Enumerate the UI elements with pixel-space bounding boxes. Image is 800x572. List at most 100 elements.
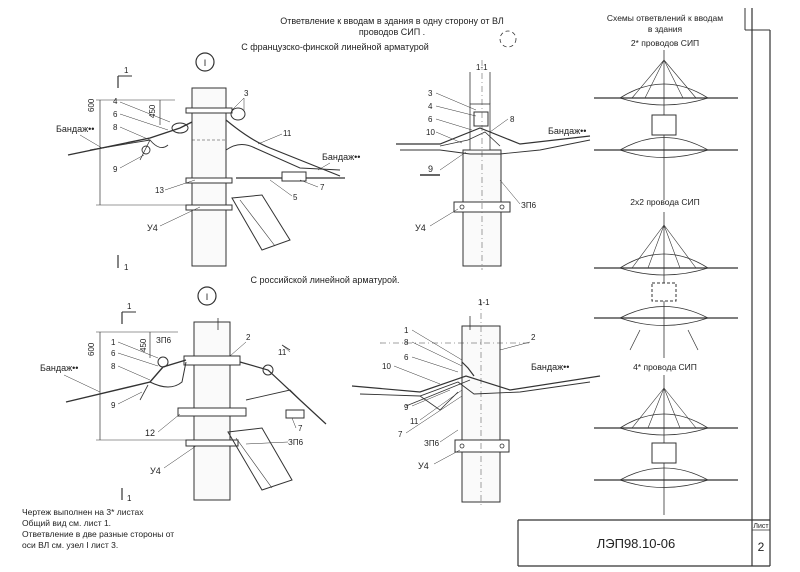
bottom-section-label-7: 7 bbox=[398, 430, 403, 439]
top-right-clamp bbox=[230, 107, 246, 121]
drawing-title-line2: проводов СИП . bbox=[359, 27, 425, 37]
scheme-2 bbox=[594, 212, 738, 358]
top-subtitle: С французско-финской линейной арматурой bbox=[241, 42, 429, 52]
scheme2-label: 2х2 провода СИП bbox=[630, 197, 700, 207]
bottom-label-y4: У4 bbox=[150, 466, 161, 476]
bottom-node-marker-label: I bbox=[206, 292, 209, 302]
top-node-marker bbox=[195, 52, 215, 72]
bottom-bandage-left: Бандаж•• bbox=[40, 363, 78, 373]
top-connector bbox=[281, 171, 307, 182]
bottom-node-marker bbox=[197, 286, 217, 306]
top-section-mark-top: 1 bbox=[124, 66, 129, 75]
bottom-label-6: 6 bbox=[111, 349, 116, 358]
scheme1-label: 2* проводов СИП bbox=[631, 38, 699, 48]
top-section-bandage: Бандаж•• bbox=[548, 126, 586, 136]
bottom-section-view: 1-1 1 8 6 10 9 11 7 2 Бандаж•• ЗП6 У4 bbox=[351, 298, 601, 505]
stamp-sheet-number: 2 bbox=[758, 540, 765, 554]
top-label-y4: У4 bbox=[147, 223, 158, 233]
stamp-sheet-label: Лист bbox=[753, 523, 769, 530]
bottom-section-label-8: 8 bbox=[404, 338, 409, 347]
bottom-subtitle: С российской линейной арматурой. bbox=[250, 275, 399, 285]
top-section-clamp bbox=[473, 111, 489, 127]
bottom-label-12: 12 bbox=[145, 428, 155, 438]
bottom-label-11: 11 bbox=[278, 348, 287, 357]
bottom-section-label-1: 1 bbox=[404, 326, 409, 335]
top-band-2 bbox=[185, 177, 233, 184]
bottom-section-mark-top: 1 bbox=[127, 302, 132, 311]
scheme2-box bbox=[651, 282, 677, 302]
bottom-label-1: 1 bbox=[111, 338, 116, 347]
top-section-y4: У4 bbox=[415, 223, 426, 233]
scheme-1 bbox=[594, 50, 738, 200]
top-pole bbox=[191, 87, 227, 267]
top-label-7: 7 bbox=[320, 183, 325, 192]
bottom-section-label-11: 11 bbox=[410, 417, 419, 426]
bottom-section-label-2: 2 bbox=[531, 333, 536, 342]
note-line-3: Ответвление в две разные стороны от bbox=[22, 529, 175, 539]
top-bandage-right: Бандаж•• bbox=[322, 152, 360, 162]
top-section-label-3: 3 bbox=[428, 89, 433, 98]
scheme3-label: 4* провода СИП bbox=[633, 362, 697, 372]
bottom-label-7: 7 bbox=[298, 424, 303, 433]
bottom-label-8: 8 bbox=[111, 362, 116, 371]
top-bracket-y4 bbox=[231, 194, 291, 251]
top-band-1 bbox=[185, 107, 233, 114]
top-section-top bbox=[469, 103, 491, 151]
top-label-4: 4 bbox=[113, 97, 118, 106]
top-dim-600: 600 bbox=[87, 98, 96, 112]
top-section-label-4: 4 bbox=[428, 102, 433, 111]
top-label-6: 6 bbox=[113, 110, 118, 119]
bottom-section-label-9: 9 bbox=[404, 403, 409, 412]
drawing-title-line1: Ответвление к вводам в здания в одну сто… bbox=[280, 16, 504, 26]
scheme1-box bbox=[651, 114, 677, 136]
top-section-zp6: ЗП6 bbox=[521, 201, 537, 210]
top-bandage-left: Бандаж•• bbox=[56, 124, 94, 134]
schemes-title-line2: в здания bbox=[648, 24, 683, 34]
sheet-frame bbox=[518, 8, 771, 566]
bottom-section-title: 1-1 bbox=[478, 298, 490, 307]
bottom-band-1 bbox=[183, 355, 241, 366]
top-section-view: 1-1 3 4 6 10 8 9 Бандаж•• ЗП6 У4 bbox=[396, 60, 591, 270]
note-line-1: Чертеж выполнен на 3* листах bbox=[22, 507, 144, 517]
top-band-3 bbox=[185, 204, 233, 211]
bottom-bracket-y4 bbox=[227, 427, 293, 491]
top-decor-circle bbox=[499, 30, 517, 48]
bottom-section-bandage: Бандаж•• bbox=[531, 362, 569, 372]
stamp-code: ЛЭП98.10-06 bbox=[597, 536, 676, 551]
top-label-11: 11 bbox=[283, 129, 292, 138]
top-section-mark-bottom: 1 bbox=[124, 263, 129, 272]
top-left-clamp bbox=[171, 122, 189, 134]
scheme3-box bbox=[651, 442, 677, 464]
top-section-label-10: 10 bbox=[426, 128, 435, 137]
bottom-label-zp6-top: ЗП6 bbox=[156, 336, 172, 345]
top-label-5: 5 bbox=[293, 193, 298, 202]
top-general-view: I 1 1 600 450 Бандаж•• Бан bbox=[56, 52, 360, 272]
top-section-label-6: 6 bbox=[428, 115, 433, 124]
top-section-label-8: 8 bbox=[510, 115, 515, 124]
bottom-right-clamp bbox=[262, 364, 274, 376]
note-line-2: Общий вид см. лист 1. bbox=[22, 518, 112, 528]
top-label-8: 8 bbox=[113, 123, 118, 132]
top-label-3: 3 bbox=[244, 89, 249, 98]
top-section-label-9: 9 bbox=[428, 164, 433, 174]
bottom-band-2 bbox=[177, 407, 247, 417]
bottom-section-y4: У4 bbox=[418, 461, 429, 471]
bottom-label-zp6-right: ЗП6 bbox=[288, 438, 304, 447]
scheme-3 bbox=[594, 375, 738, 515]
bottom-label-2: 2 bbox=[246, 333, 251, 342]
note-line-4: оси ВЛ см. узел I лист 3. bbox=[22, 540, 119, 550]
bottom-band-3 bbox=[185, 439, 239, 447]
bottom-section-label-10: 10 bbox=[382, 362, 391, 371]
bottom-general-view: I 1 1 600 450 Бандаж•• bbox=[40, 286, 327, 503]
bottom-section-label-6: 6 bbox=[404, 353, 409, 362]
top-node-marker-label: I bbox=[204, 58, 207, 68]
bottom-label-9: 9 bbox=[111, 401, 116, 410]
drawing-notes: Чертеж выполнен на 3* листах Общий вид с… bbox=[22, 507, 174, 551]
schemes-title-line1: Схемы ответвлений к вводам bbox=[607, 13, 723, 23]
bottom-insulator bbox=[285, 409, 305, 419]
top-section-title: 1-1 bbox=[476, 63, 488, 72]
bottom-section-mark-bottom: 1 bbox=[127, 494, 132, 503]
bottom-section-zp6: ЗП6 bbox=[424, 439, 440, 448]
top-label-9: 9 bbox=[113, 165, 118, 174]
